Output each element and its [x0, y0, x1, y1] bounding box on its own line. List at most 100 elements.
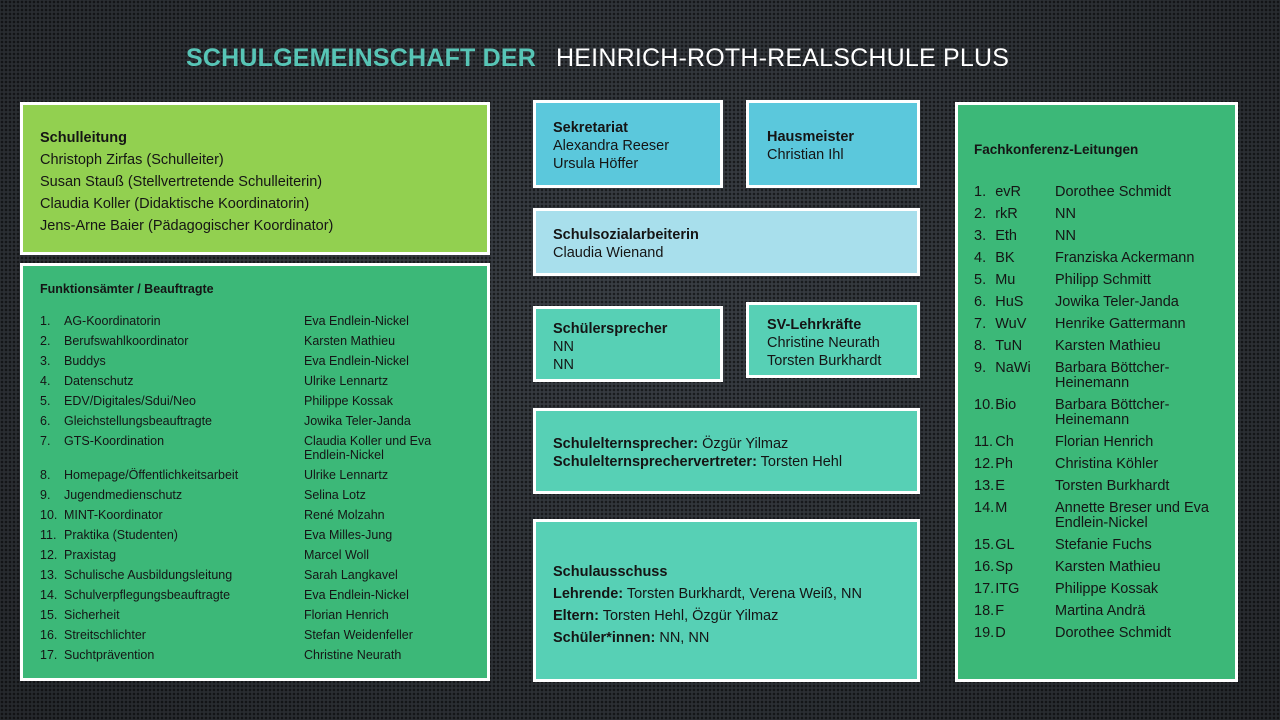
sekretariat-heading: Sekretariat	[553, 120, 628, 136]
funktion-number: 14.	[40, 588, 58, 602]
schulelternsprecher-label: Schulelternsprecher:	[553, 436, 699, 452]
fachkonferenz-number: 7.	[974, 316, 987, 332]
fachkonferenz-number: 12.	[974, 456, 995, 472]
schulelternsprechervertreter-line: Schulelternsprechervertreter: Torsten He…	[553, 453, 900, 471]
fachkonferenz-person: Barbara Böttcher-Heinemann	[1055, 360, 1170, 391]
schulelternsprecher-line: Schulelternsprecher: Özgür Yilmaz	[553, 435, 900, 453]
schueler-label: Schüler*innen:	[553, 630, 656, 646]
schulleitung-member: Jens-Arne Baier (Pädagogischer Koordinat…	[40, 218, 334, 234]
schulelternsprecher-box: Schulelternsprecher: Özgür Yilmaz Schule…	[533, 408, 920, 494]
funktion-number: 4.	[40, 374, 51, 388]
fachkonferenz-person: Martina Andrä	[1055, 603, 1146, 619]
funktion-task: MINT-Koordinator	[64, 508, 163, 522]
fachkonferenz-person: Dorothee Schmidt	[1055, 625, 1172, 641]
funktion-row: 8. Homepage/Öffentlichkeitsarbeit Ulrike L…	[40, 468, 470, 482]
funktion-person: Philippe Kossak	[304, 394, 393, 408]
funktion-task: Gleichstellungsbeauftragte	[64, 414, 213, 428]
funktion-number: 17.	[40, 648, 58, 662]
sekretariat-box: Sekretariat Alexandra Reeser Ursula Höff…	[533, 100, 723, 188]
sekretariat-member: Ursula Höffer	[553, 156, 639, 172]
fachkonferenz-number: 19.	[974, 625, 995, 641]
schulelternsprechervertreter-value: Torsten Hehl	[756, 454, 843, 470]
funktion-task: GTS-Koordination	[64, 434, 165, 448]
schulausschuss-box: Schulausschuss Lehrende: Torsten Burkhar…	[533, 519, 920, 682]
funktion-task: Datenschutz	[64, 374, 134, 388]
funktion-person: Eva Endlein-Nickel	[304, 314, 409, 328]
schulausschuss-eltern: Eltern: Torsten Hehl, Özgür Yilmaz	[553, 605, 900, 627]
funktionsaemter-box: Funktionsämter / Beauftragte 1.AG-Koordi…	[20, 263, 490, 681]
fachkonferenz-person: Annette Breser und Eva Endlein-Nickel	[1055, 500, 1209, 531]
funktion-number: 15.	[40, 608, 58, 622]
schulsozialarbeit-heading: Schulsozialarbeiterin	[553, 227, 699, 243]
schulelternsprecher-value: Özgür Yilmaz	[698, 436, 789, 452]
fachkonferenz-person: Philippe Kossak	[1055, 581, 1159, 597]
fachkonferenz-subject: Mu	[995, 272, 1016, 288]
funktion-person: Stefan Weidenfeller	[304, 628, 413, 642]
fachkonferenz-person: Florian Henrich	[1055, 434, 1154, 450]
funktion-task: Homepage/Öffentlichkeitsarbeit	[64, 468, 239, 482]
title-part-2: HEINRICH-ROTH-REALSCHULE PLUS	[556, 44, 1010, 72]
fachkonferenz-person: Philipp Schmitt	[1055, 272, 1151, 288]
funktion-number: 1.	[40, 314, 51, 328]
fachkonferenz-subject: Eth	[995, 228, 1017, 244]
fachkonferenz-number: 14.	[974, 500, 995, 516]
fachkonferenz-person: Henrike Gattermann	[1055, 316, 1186, 332]
fachkonferenz-subject: NaWi	[995, 360, 1031, 376]
funktion-task: Sicherheit	[64, 608, 120, 622]
fachkonferenz-subject: BK	[995, 250, 1015, 266]
fachkonferenz-number: 11.	[974, 434, 994, 450]
funktion-row: 11.Praktika (Studenten)Eva Milles-Jung	[40, 528, 470, 542]
fachkonferenz-number: 5.	[974, 272, 987, 288]
funktion-task: Berufswahlkoordinator	[64, 334, 189, 348]
fachkonferenz-person: Karsten Mathieu	[1055, 338, 1161, 354]
fachkonferenz-number: 17.	[974, 581, 995, 597]
sv-lehrkraefte-member: Torsten Burkhardt	[767, 353, 882, 369]
schuelersprecher-heading: Schülersprecher	[553, 321, 668, 337]
funktion-number: 10.	[40, 508, 58, 522]
lehrende-label: Lehrende:	[553, 586, 624, 602]
fachkonferenz-number: 16.	[974, 559, 995, 575]
funktion-number: 12.	[40, 548, 58, 562]
funktion-person: Claudia Koller und Eva Endlein-Nickel	[304, 434, 432, 462]
fachkonferenz-subject: rkR	[995, 206, 1018, 222]
sv-lehrkraefte-member: Christine Neurath	[767, 335, 880, 351]
funktion-person: Ulrike Lennartz	[304, 468, 389, 482]
sekretariat-member: Alexandra Reeser	[553, 138, 670, 154]
fachkonferenz-number: 2.	[974, 206, 987, 222]
fachkonferenz-row: 11.Ch Florian Henrich	[974, 435, 1219, 450]
schuelersprecher-member: NN	[553, 339, 574, 355]
funktion-task: Suchtprävention	[64, 648, 155, 662]
fachkonferenz-subject: Sp	[995, 559, 1013, 575]
schulleitung-member: Claudia Koller (Didaktische Koordinatori…	[40, 196, 310, 212]
funktion-task: AG-Koordinatorin	[64, 314, 161, 328]
fachkonferenz-number: 13.	[974, 478, 995, 494]
fachkonferenz-subject: Ch	[995, 434, 1014, 450]
title-part-1: SCHULGEMEINSCHAFT DER	[186, 44, 537, 72]
page-title: SCHULGEMEINSCHAFT DER HEINRICH-ROTH-REALS…	[186, 44, 1009, 74]
funktion-person: Ulrike Lennartz	[304, 374, 389, 388]
schulleitung-member: Christoph Zirfas (Schulleiter)	[40, 152, 224, 168]
fachkonferenz-number: 3.	[974, 228, 987, 244]
funktion-number: 16.	[40, 628, 58, 642]
funktion-number: 8.	[40, 468, 51, 482]
fachkonferenz-person: Franziska Ackermann	[1055, 250, 1195, 266]
funktion-row: 1. AG-Koordinatorin Eva Endlein-Nickel	[40, 314, 470, 328]
